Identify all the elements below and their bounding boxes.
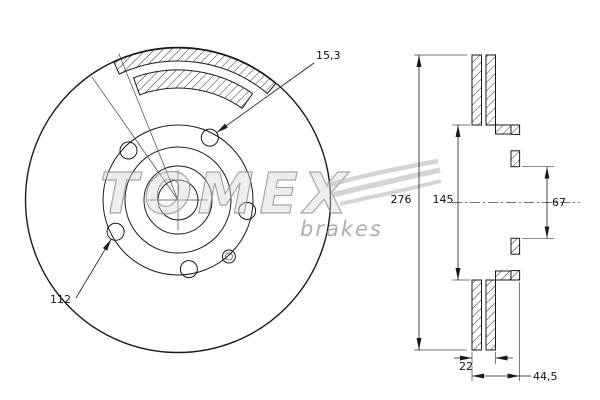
dim-label-145: 145 xyxy=(433,193,454,206)
dim-label-276: 276 xyxy=(391,193,412,206)
flange-top-inner xyxy=(510,150,521,168)
dim-friction-inner-diameter: 145 xyxy=(433,124,470,281)
dim-label-22: 22 xyxy=(459,360,473,373)
dim-label-44-5: 44,5 xyxy=(533,370,558,383)
flange-bottom-outer xyxy=(510,270,521,281)
watermark-brand-text: TOMEX xyxy=(100,162,353,227)
section-trace-lines xyxy=(91,53,179,201)
friction-plate-bottom-left xyxy=(471,279,482,351)
bolt-hole xyxy=(106,222,125,241)
flange-top-outer xyxy=(510,124,521,135)
bolt-hole xyxy=(238,201,257,220)
bolt-holes xyxy=(106,128,257,279)
friction-plate-top-right xyxy=(485,54,496,126)
hub-raised-circle xyxy=(124,146,232,254)
dim-outer-diameter: 276 xyxy=(391,54,467,351)
bolt-hole xyxy=(179,260,198,279)
dim-bore-diameter: 67 xyxy=(522,166,566,239)
brand-watermark: TOMEX brakes xyxy=(99,158,442,241)
hat-wall-bottom xyxy=(495,270,512,281)
dim-thickness: 22 xyxy=(454,352,513,373)
section-hatch-bands xyxy=(113,47,277,109)
friction-plate-top-left xyxy=(471,54,482,126)
friction-plate-bottom-right xyxy=(485,279,496,351)
section-view: 276 145 67 22 xyxy=(391,54,580,383)
watermark-sub-text: brakes xyxy=(300,217,383,241)
hatch-band-outer xyxy=(113,47,277,95)
flange-bottom-inner xyxy=(510,237,521,255)
locating-screw-hole xyxy=(221,249,236,264)
hat-wall-top xyxy=(495,124,512,135)
dim-overall-width: 44,5 xyxy=(471,282,558,383)
dim-bolt-hole-diameter: 15,3 xyxy=(216,49,341,133)
watermark-swoosh xyxy=(325,158,442,206)
bolt-hole xyxy=(200,128,219,147)
hub-flange-circle xyxy=(102,124,254,276)
dim-label-15-3: 15,3 xyxy=(316,49,341,62)
bolt-hole xyxy=(119,141,138,160)
dim-label-112: 112 xyxy=(50,293,71,306)
center-bore-circle xyxy=(143,165,213,235)
hatch-band-inner xyxy=(132,69,254,109)
front-view: 15,3 112 xyxy=(24,46,341,354)
dim-pitch-circle: 112 xyxy=(50,238,112,306)
dim-label-67: 67 xyxy=(552,196,566,209)
